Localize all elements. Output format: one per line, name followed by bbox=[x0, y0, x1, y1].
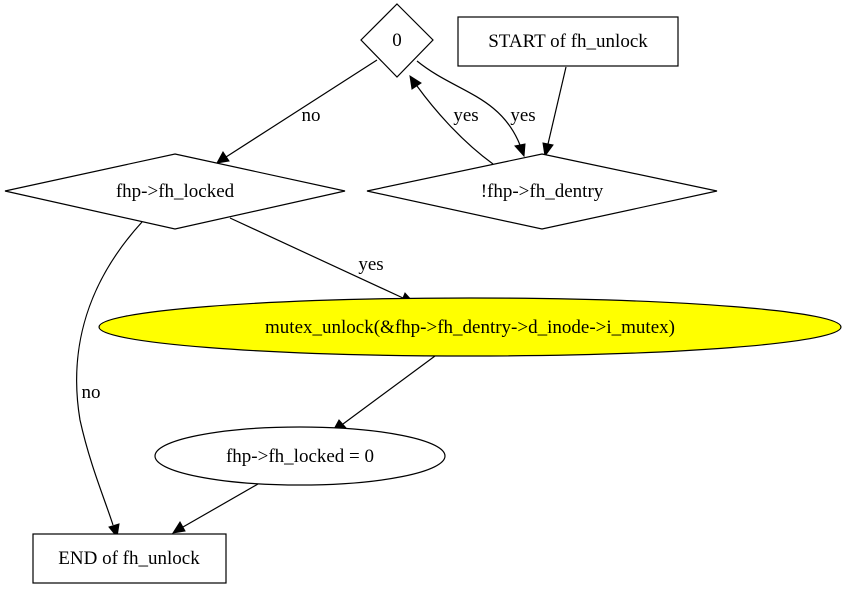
nodes: 0 START of fh_unlock fhp->fh_locked !fhp… bbox=[4, 3, 842, 584]
edge-mutex-unlock-to-set-locked bbox=[332, 355, 436, 432]
decision-node-zero: 0 bbox=[360, 3, 434, 78]
edge-label-zero-to-fh-locked: no bbox=[302, 105, 321, 126]
decision-node-zero-label: 0 bbox=[392, 30, 402, 51]
action-node-set-locked-label: fhp->fh_locked = 0 bbox=[226, 446, 374, 467]
edge-labels: no yes yes yes no bbox=[82, 105, 536, 403]
decision-node-fh-locked-label: fhp->fh_locked bbox=[116, 181, 235, 202]
edge-fh-locked-to-mutex-unlock bbox=[229, 217, 416, 304]
edge-start-to-fh-dentry bbox=[542, 66, 567, 158]
end-node: END of fh_unlock bbox=[32, 533, 227, 584]
edge-zero-to-fh-locked bbox=[216, 59, 378, 164]
decision-node-fh-dentry: !fhp->fh_dentry bbox=[366, 153, 718, 230]
action-node-set-locked: fhp->fh_locked = 0 bbox=[154, 426, 446, 486]
action-node-mutex-unlock-label: mutex_unlock(&fhp->fh_dentry->d_inode->i… bbox=[265, 317, 675, 338]
edge-set-locked-to-end bbox=[171, 483, 259, 534]
start-node-label: START of fh_unlock bbox=[488, 31, 648, 52]
edge-label-fh-locked-to-mutex-unlock: yes bbox=[358, 254, 383, 275]
edge-label-fh-dentry-to-zero: yes bbox=[453, 105, 478, 126]
edge-fh-locked-to-end bbox=[76, 221, 143, 539]
edge-label-zero-to-fh-dentry: yes bbox=[510, 105, 535, 126]
action-node-mutex-unlock: mutex_unlock(&fhp->fh_dentry->d_inode->i… bbox=[98, 297, 842, 357]
end-node-label: END of fh_unlock bbox=[58, 548, 200, 569]
edge-label-fh-locked-to-end: no bbox=[82, 382, 101, 403]
edge-zero-to-fh-dentry bbox=[416, 60, 526, 158]
decision-node-fh-locked: fhp->fh_locked bbox=[4, 153, 346, 230]
edge-fh-dentry-to-zero bbox=[409, 74, 494, 165]
start-node: START of fh_unlock bbox=[457, 16, 679, 67]
decision-node-fh-dentry-label: !fhp->fh_dentry bbox=[481, 181, 604, 202]
